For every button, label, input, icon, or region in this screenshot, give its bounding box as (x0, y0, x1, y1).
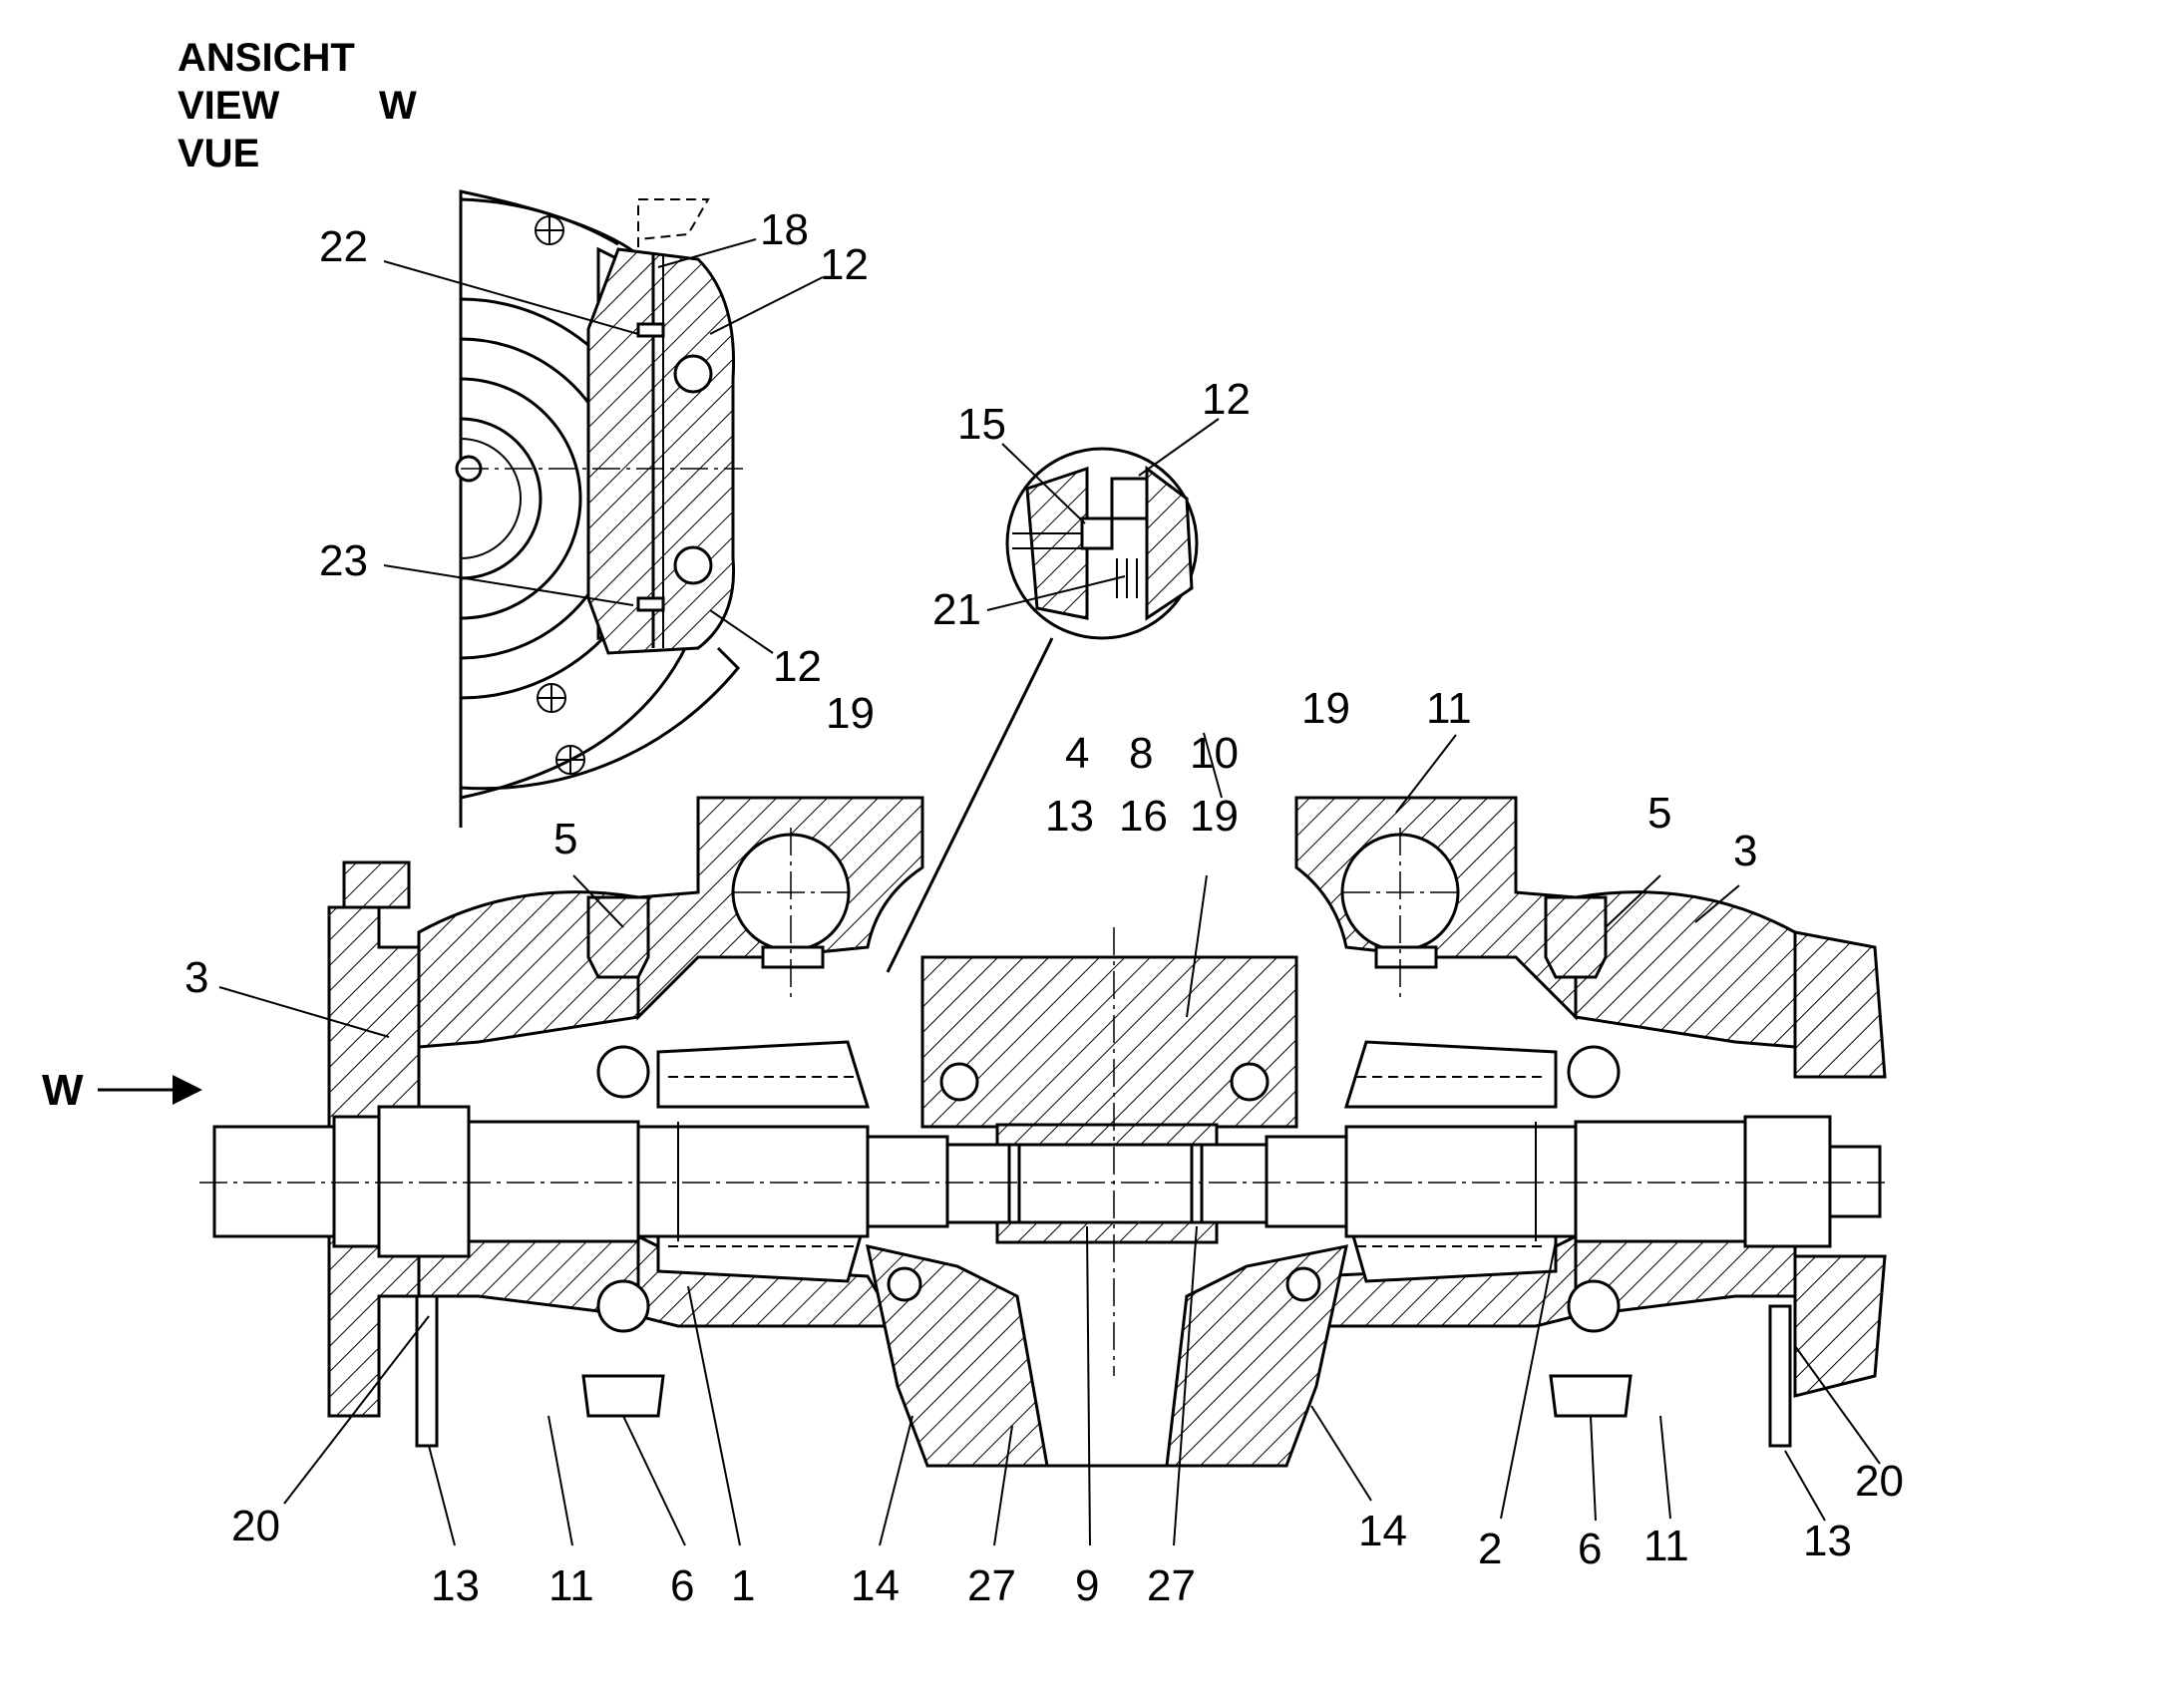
view-arrow-label: W (42, 1066, 84, 1115)
callout-13: 13 (431, 1561, 480, 1610)
callout-5: 5 (553, 815, 577, 863)
main-section (199, 796, 1887, 1468)
callout-13: 13 (1045, 792, 1094, 841)
callout-19: 19 (1190, 792, 1239, 841)
view-title-line-3: VUE (178, 132, 260, 175)
callout-18: 18 (760, 205, 809, 254)
callout-10: 10 (1190, 729, 1239, 778)
callout-14: 14 (1358, 1507, 1407, 1555)
callout-15: 15 (957, 400, 1006, 449)
callout-3: 3 (184, 953, 208, 1002)
callout-3: 3 (1733, 827, 1757, 875)
callout-19: 19 (826, 689, 875, 738)
callout-8: 8 (1129, 729, 1153, 778)
callout-11: 11 (1643, 1522, 1689, 1570)
callout-22: 22 (319, 222, 368, 271)
callout-23: 23 (319, 536, 368, 585)
view-w-detail (455, 189, 743, 828)
callout-13: 13 (1803, 1517, 1852, 1565)
callout-20: 20 (231, 1502, 280, 1550)
callout-21: 21 (932, 585, 981, 634)
callout-19: 19 (1301, 684, 1350, 733)
view-title-letter: W (379, 84, 417, 128)
callout-27: 27 (967, 1561, 1016, 1610)
view-title-line-1: ANSICHT (178, 36, 355, 80)
callout-5: 5 (1647, 789, 1671, 838)
callout-4: 4 (1065, 729, 1089, 778)
callout-16: 16 (1119, 792, 1168, 841)
callout-2: 2 (1478, 1525, 1502, 1573)
callout-6: 6 (670, 1561, 694, 1610)
detail-circle (886, 447, 1199, 973)
callout-labels: 18 22 12 23 12 15 12 21 19 19 11 4 8 10 … (184, 205, 1904, 1610)
callout-12: 12 (773, 642, 822, 691)
callout-14: 14 (851, 1561, 900, 1610)
leader-lines (218, 238, 1881, 1546)
callout-12: 12 (820, 240, 869, 289)
callout-11: 11 (548, 1561, 594, 1610)
callout-9: 9 (1075, 1561, 1099, 1610)
callout-20: 20 (1855, 1457, 1904, 1506)
view-title-line-2: VIEW (178, 84, 280, 128)
callout-11: 11 (1426, 684, 1472, 733)
callout-27: 27 (1147, 1561, 1196, 1610)
callout-1: 1 (731, 1561, 755, 1610)
callout-12: 12 (1202, 375, 1251, 424)
callout-6: 6 (1578, 1525, 1602, 1573)
